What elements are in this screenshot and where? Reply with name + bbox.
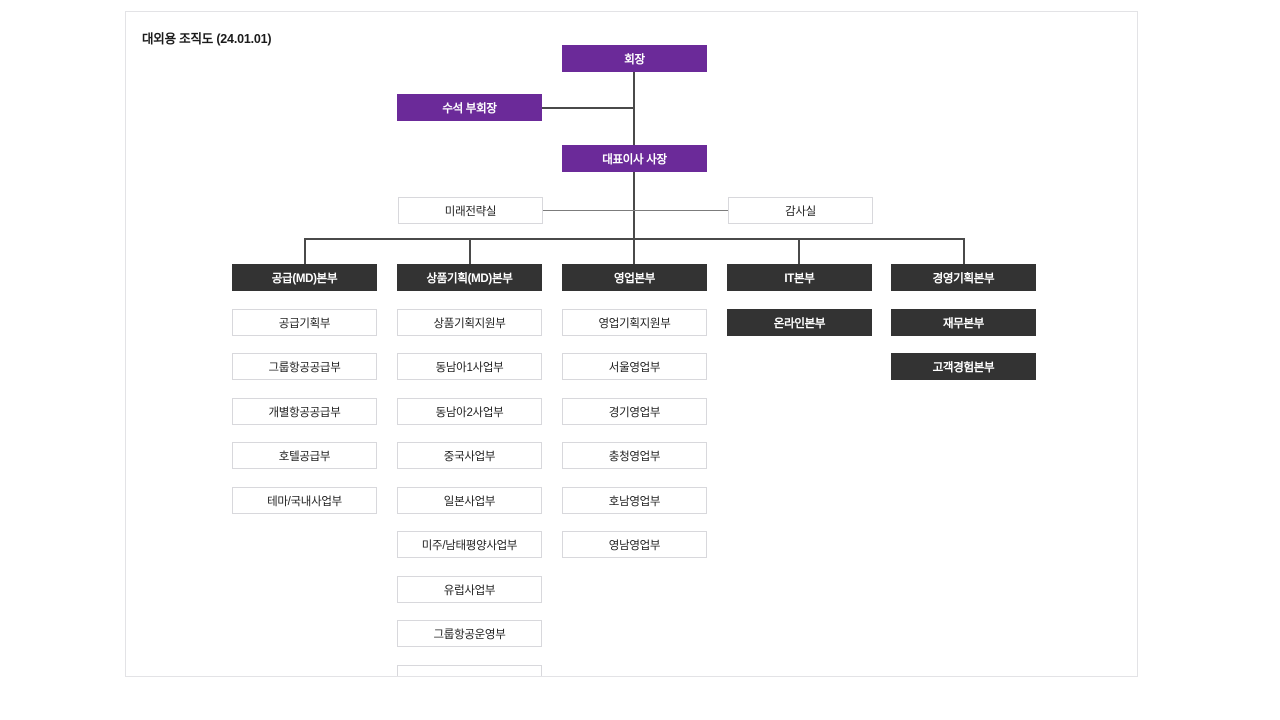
dept-sales-2[interactable]: 서울영업부 [562,353,707,380]
connector-ceo-to-bus [633,171,635,239]
node-audit-office[interactable]: 감사실 [728,197,873,224]
dept-product-1[interactable]: 상품기획지원부 [397,309,542,336]
dept-supply-3[interactable]: 개별항공공급부 [232,398,377,425]
dept-it-1[interactable]: 온라인본부 [727,309,872,336]
connector-drop-it [798,238,800,265]
connector-staff-offices-left [543,210,634,211]
division-header-it[interactable]: IT본부 [727,264,872,291]
dept-product-8[interactable]: 그룹항공운영부 [397,620,542,647]
org-chart-canvas: 회장 수석 부회장 대표이사 사장 미래전략실 감사실 공급(MD)본부 공급기… [126,12,1137,676]
connector-drop-sales [633,238,635,265]
dept-sales-3[interactable]: 경기영업부 [562,398,707,425]
division-header-product-planning-md[interactable]: 상품기획(MD)본부 [397,264,542,291]
dept-product-4[interactable]: 중국사업부 [397,442,542,469]
dept-sales-6[interactable]: 영남영업부 [562,531,707,558]
connector-staff-offices-right [633,210,729,211]
dept-sales-5[interactable]: 호남영업부 [562,487,707,514]
dept-supply-4[interactable]: 호텔공급부 [232,442,377,469]
dept-supply-2[interactable]: 그룹항공공급부 [232,353,377,380]
dept-supply-5[interactable]: 테마/국내사업부 [232,487,377,514]
connector-drop-management [963,238,965,265]
node-ceo-president[interactable]: 대표이사 사장 [562,145,707,172]
division-header-supply-md[interactable]: 공급(MD)본부 [232,264,377,291]
dept-product-2[interactable]: 동남아1사업부 [397,353,542,380]
dept-product-6[interactable]: 미주/남태평양사업부 [397,531,542,558]
dept-product-3[interactable]: 동남아2사업부 [397,398,542,425]
org-chart-panel: 대외용 조직도 (24.01.01) 회장 수석 부회장 대표이사 사장 [125,11,1138,677]
division-header-sales[interactable]: 영업본부 [562,264,707,291]
dept-product-7[interactable]: 유럽사업부 [397,576,542,603]
connector-drop-product [469,238,471,265]
node-future-strategy-office[interactable]: 미래전략실 [398,197,543,224]
dept-product-9-clipped[interactable] [397,665,542,676]
dept-sales-1[interactable]: 영업기획지원부 [562,309,707,336]
division-header-management-planning[interactable]: 경영기획본부 [891,264,1036,291]
dept-sales-4[interactable]: 충청영업부 [562,442,707,469]
page-title: 대외용 조직도 (24.01.01) [142,32,272,46]
connector-senior-vice-chairman [542,107,634,109]
dept-supply-1[interactable]: 공급기획부 [232,309,377,336]
connector-chairman-to-ceo [633,72,635,159]
dept-management-1[interactable]: 재무본부 [891,309,1036,336]
node-chairman[interactable]: 회장 [562,45,707,72]
connector-drop-supply [304,238,306,265]
dept-management-2[interactable]: 고객경험본부 [891,353,1036,380]
dept-product-5[interactable]: 일본사업부 [397,487,542,514]
node-senior-vice-chairman[interactable]: 수석 부회장 [397,94,542,121]
